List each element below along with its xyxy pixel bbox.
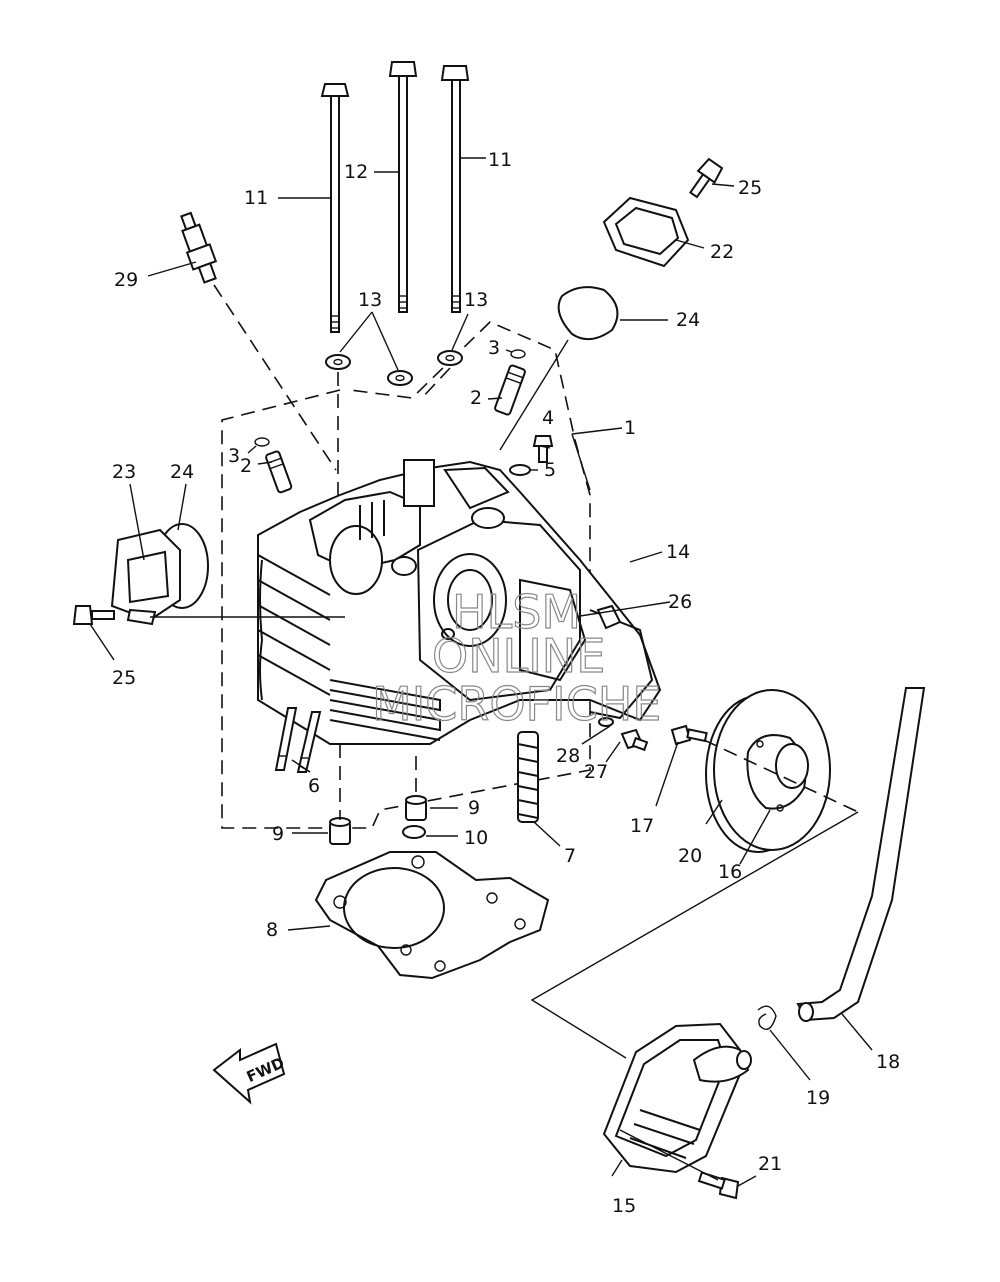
valve-guide-clip-exhaust (510, 349, 526, 359)
watermark: HLSM ONLINE MICROFICHE (371, 584, 662, 731)
callout-2-exhaust: 2 (470, 387, 482, 409)
callout-4: 4 (542, 407, 554, 429)
valve-guide-intake (265, 450, 293, 494)
callout-28: 28 (556, 745, 580, 767)
callout-29: 29 (114, 269, 138, 291)
head-gasket (314, 851, 550, 980)
callout-22: 22 (710, 241, 734, 263)
watermark-line-3: MICROFICHE (372, 677, 661, 731)
head-bolt-left (320, 83, 350, 333)
valve-guide-clip-intake (254, 437, 270, 447)
dowel-pin-left (329, 817, 351, 845)
washer-left (325, 354, 351, 370)
callout-10: 10 (464, 827, 488, 849)
callout-24-right: 24 (676, 309, 700, 331)
tappet-cover-gasket (557, 286, 619, 341)
callout-5: 5 (544, 459, 556, 481)
breather-cover (602, 1022, 752, 1174)
watermark-line-2: ONLINE (432, 629, 605, 683)
callout-25-right: 25 (738, 177, 762, 199)
cam-washer (509, 464, 531, 476)
callout-2-intake: 2 (240, 455, 252, 477)
head-bolt-right (440, 65, 470, 313)
tappet-cover-exhaust (602, 196, 690, 268)
cam-end-cover (713, 689, 831, 851)
callout-14: 14 (666, 541, 690, 563)
watermark-line-1: HLSM (452, 585, 581, 639)
tappet-cover-bolt-left (72, 605, 115, 625)
o-ring (402, 825, 426, 839)
callout-3-intake: 3 (228, 445, 240, 467)
callout-16: 16 (718, 861, 742, 883)
tappet-cover-intake (110, 523, 209, 626)
callout-24-left: 24 (170, 461, 194, 483)
callout-3-exhaust: 3 (488, 337, 500, 359)
callout-8: 8 (266, 919, 278, 941)
callout-20: 20 (678, 845, 702, 867)
callout-17: 17 (630, 815, 654, 837)
callout-1: 1 (624, 417, 636, 439)
cover-bolt-27 (620, 728, 649, 752)
washer-center (387, 370, 413, 386)
stud-bolts (274, 707, 322, 773)
breather-plate (596, 604, 622, 630)
hose-clip (757, 1005, 777, 1030)
callout-9-right: 9 (468, 797, 480, 819)
washer-right (437, 350, 463, 366)
callout-13-right: 13 (464, 289, 488, 311)
callout-25-left: 25 (112, 667, 136, 689)
breather-cover-bolt (697, 1171, 740, 1200)
callout-labels: 1 2 2 3 3 4 5 6 7 8 9 9 10 11 11 12 13 1… (112, 149, 900, 1217)
head-bolt-center (388, 61, 418, 313)
valve-springs (517, 731, 539, 823)
callout-7: 7 (564, 845, 576, 867)
callout-13-left: 13 (358, 289, 382, 311)
callout-27: 27 (584, 761, 608, 783)
callout-11-left: 11 (244, 187, 268, 209)
spark-plug (180, 211, 218, 284)
callout-12: 12 (344, 161, 368, 183)
callout-23: 23 (112, 461, 136, 483)
callout-18: 18 (876, 1051, 900, 1073)
callout-19: 19 (806, 1087, 830, 1109)
callout-leaders (89, 157, 873, 1187)
dowel-pin-right (405, 795, 427, 821)
tappet-cover-bolt-right (689, 157, 724, 199)
callout-15: 15 (612, 1195, 636, 1217)
cam-cover-bolt (670, 724, 708, 746)
forward-direction-arrow: FWD (212, 1042, 287, 1105)
callout-11-right: 11 (488, 149, 512, 171)
callout-26: 26 (668, 591, 692, 613)
callout-6: 6 (308, 775, 320, 797)
cylinder-head (257, 459, 662, 745)
valve-guide-exhaust (494, 364, 526, 416)
callout-9-left: 9 (272, 823, 284, 845)
callout-21: 21 (758, 1153, 782, 1175)
cover-bolt-28 (598, 717, 614, 727)
